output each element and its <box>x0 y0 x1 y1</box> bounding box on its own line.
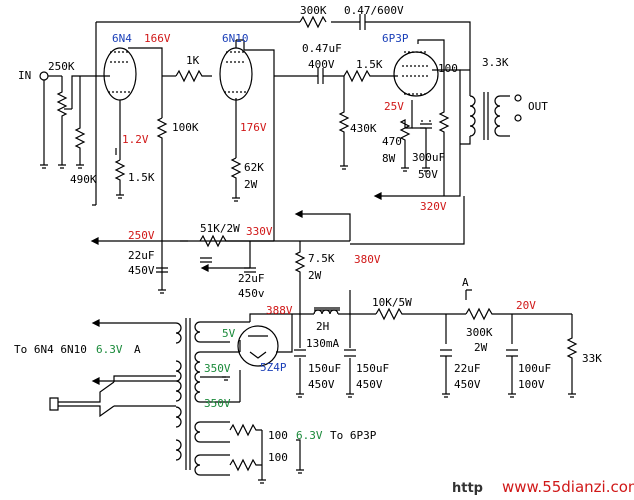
label-r-33k: 33K <box>582 352 602 365</box>
voltage-388: 388V <box>266 304 293 317</box>
label-r-1k: 1K <box>186 54 200 67</box>
voltage-25: 25V <box>384 100 404 113</box>
tube-envelope <box>103 47 137 101</box>
label-r-2w-a: 2W <box>244 178 258 191</box>
label-c-450v-a: 450V <box>128 264 155 277</box>
label-c-150uf-a: 150uF <box>308 362 341 375</box>
label-r-2w-c: 2W <box>474 341 488 354</box>
grounds <box>40 164 576 484</box>
label-6n10: 6N10 <box>222 32 249 45</box>
voltage-350a: 350V <box>204 362 231 375</box>
label-r-100-h1: 100 <box>268 429 288 442</box>
label-c-22uf-c: 22uF <box>454 362 481 375</box>
label-6p3p: 6P3P <box>382 32 409 45</box>
label-c-cpl: 0.47uF <box>302 42 342 55</box>
tube-envelope <box>393 51 439 97</box>
voltage-320: 320V <box>420 200 447 213</box>
label-out: OUT <box>528 100 548 113</box>
label-c-22uf-b: 22uF <box>238 272 265 285</box>
label-r-470: 470 <box>382 135 402 148</box>
watermark-site: www.55dianzi.com <box>502 478 634 496</box>
label-c-450v-e: 450V <box>454 378 481 391</box>
label-r-100k: 100K <box>172 121 199 134</box>
tube-6p3p <box>393 51 439 97</box>
voltage-380: 380V <box>354 253 381 266</box>
tube-5z4p <box>237 325 279 367</box>
arrows <box>90 192 382 385</box>
tube-envelope <box>237 325 279 367</box>
label-c-450v-c: 450V <box>308 378 335 391</box>
voltage-6-3b: 6.3V <box>296 429 323 442</box>
label-c-50v: 50V <box>418 168 438 181</box>
label-in: IN <box>18 69 31 82</box>
label-5z4p: 5Z4P <box>260 361 287 374</box>
voltage-176: 176V <box>240 121 267 134</box>
label-node-a1: A <box>134 343 141 356</box>
label-c-300uf: 300uF <box>412 151 445 164</box>
watermark-prefix: http <box>452 481 483 496</box>
label-r-430k: 430K <box>350 122 377 135</box>
voltage-350b: 350V <box>204 397 231 410</box>
label-choke-current: 130mA <box>306 337 339 350</box>
voltage-250: 250V <box>128 229 155 242</box>
label-c-100uf: 100uF <box>518 362 551 375</box>
label-r-1k5-a: 1.5K <box>128 171 155 184</box>
label-r-1k5-b: 1.5K <box>356 58 383 71</box>
label-r-490k: 490K <box>70 173 97 186</box>
voltage-5: 5V <box>222 327 236 340</box>
label-c-450v-d: 450V <box>356 378 383 391</box>
wiring <box>39 14 578 480</box>
label-r-7k5: 7.5K <box>308 252 335 265</box>
voltage-1-2: 1.2V <box>122 133 149 146</box>
tube-6n10 <box>219 47 253 101</box>
label-c-450v-b: 450v <box>238 287 265 300</box>
label-c-fb: 0.47/600V <box>344 4 404 17</box>
label-r-51k: 51K/2W <box>200 222 240 235</box>
voltage-20: 20V <box>516 299 536 312</box>
label-r-62k: 62K <box>244 161 264 174</box>
label-node-a2: A <box>462 276 469 289</box>
label-c-22uf-a: 22uF <box>128 249 155 262</box>
label-r-100-screen: 100 <box>438 62 458 75</box>
label-6n4: 6N4 <box>112 32 132 45</box>
label-to-6p3p: To 6P3P <box>330 429 377 442</box>
capacitors <box>156 123 518 357</box>
label-c-150uf-b: 150uF <box>356 362 389 375</box>
label-c-100v: 100V <box>518 378 545 391</box>
voltage-6-3a: 6.3V <box>96 343 123 356</box>
voltage-330: 330V <box>246 225 273 238</box>
tube-6n4 <box>103 47 137 101</box>
label-choke: 2H <box>316 320 329 333</box>
label-r-2w-b: 2W <box>308 269 322 282</box>
label-r-10k: 10K/5W <box>372 296 412 309</box>
label-to-6n4: To 6N4 6N10 <box>14 343 87 356</box>
label-ot-impedance: 3.3K <box>482 56 509 69</box>
label-r-100-h2: 100 <box>268 451 288 464</box>
label-r-pot: 250K <box>48 60 75 73</box>
label-r-300k-fb: 300K <box>300 4 327 17</box>
label-r-8w: 8W <box>382 152 396 165</box>
label-r-300k-b: 300K <box>466 326 493 339</box>
voltage-166: 166V <box>144 32 171 45</box>
label-c-cpl-v: 400V <box>308 58 335 71</box>
tube-envelope <box>219 47 253 101</box>
